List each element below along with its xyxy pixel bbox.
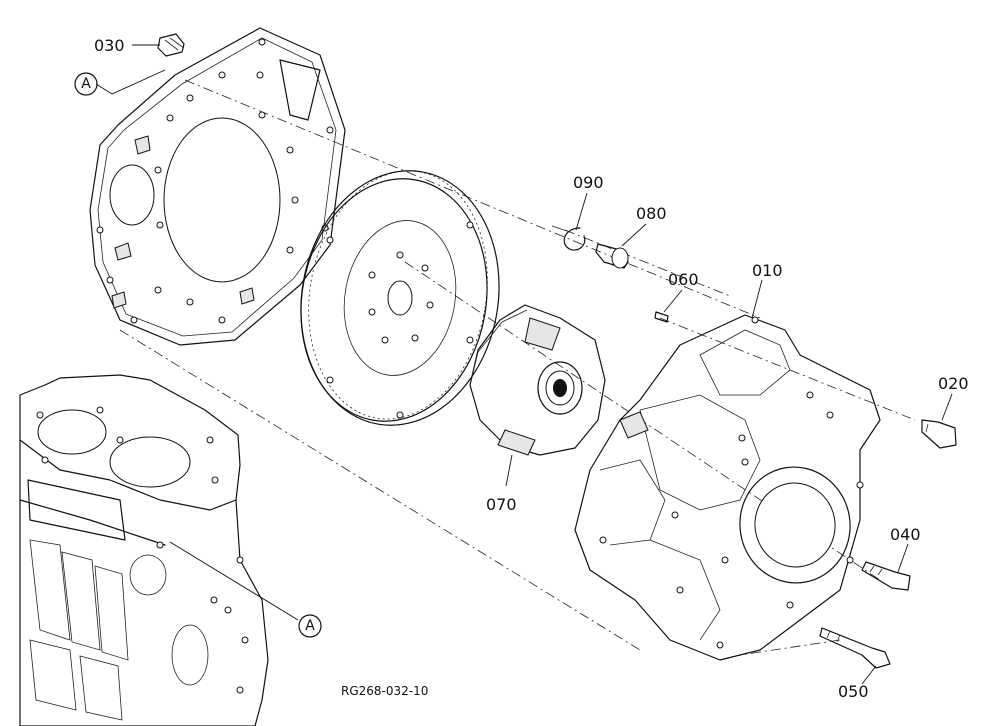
callout-050: 050 — [838, 682, 869, 701]
screw-080 — [595, 243, 629, 269]
ref-marker-a-bottom-text: A — [305, 618, 315, 634]
bolt-020 — [921, 419, 957, 449]
ref-marker-a-top-text: A — [81, 76, 91, 92]
engine-block — [19, 374, 269, 726]
callout-070: 070 — [486, 495, 517, 514]
bolt-050 — [819, 627, 891, 669]
drawing-code: RG268-032-10 — [341, 684, 428, 698]
callout-030: 030 — [94, 36, 125, 55]
bolt-040 — [861, 561, 911, 591]
callout-020: 020 — [938, 374, 969, 393]
flywheel — [300, 170, 500, 426]
callout-060: 060 — [668, 270, 699, 289]
coupling — [469, 304, 606, 456]
leader-lines — [95, 44, 953, 685]
adapter-plate — [89, 27, 346, 346]
ref-marker-a-bottom: A — [298, 614, 322, 638]
callout-010: 010 — [752, 261, 783, 280]
callout-080: 080 — [636, 204, 667, 223]
circlip-090 — [551, 225, 586, 251]
flywheel-housing — [574, 314, 881, 661]
callout-040: 040 — [890, 525, 921, 544]
ref-marker-a-top: A — [74, 72, 98, 96]
bolt-030 — [157, 33, 185, 57]
callout-090: 090 — [573, 173, 604, 192]
pin-060 — [654, 311, 669, 323]
